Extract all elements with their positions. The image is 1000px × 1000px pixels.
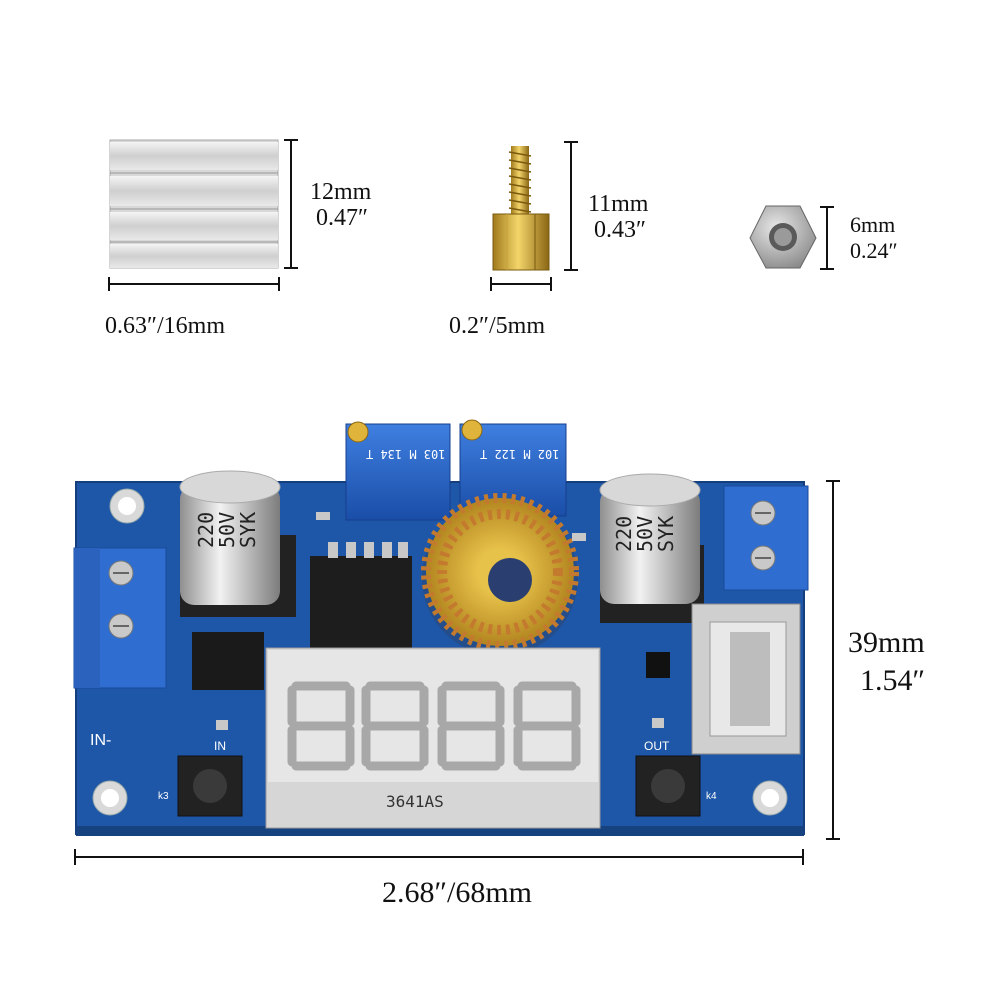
standoff-height-mm: 11mm bbox=[588, 191, 649, 217]
heatsink-height-in: 0.47″ bbox=[316, 205, 368, 231]
capacitor-right-label: 220 50V SYK bbox=[612, 515, 678, 552]
heatsink-width-label: 0.63″/16mm bbox=[105, 313, 225, 339]
pot-right-label: 102 M 122 T bbox=[480, 447, 560, 461]
standoff-width-label: 0.2″/5mm bbox=[449, 313, 545, 339]
silk-in-minus: IN- bbox=[90, 732, 112, 749]
nut-size-in: 0.24″ bbox=[850, 238, 898, 263]
board-height-in: 1.54″ bbox=[860, 664, 925, 697]
heatsink-height-mm: 12mm bbox=[310, 179, 372, 205]
board-width-label: 2.68″/68mm bbox=[382, 876, 532, 909]
capacitor-left-label: 220 50V SYK bbox=[194, 511, 260, 548]
standoff-height-in: 0.43″ bbox=[594, 217, 646, 243]
nut-size-mm: 6mm bbox=[850, 212, 896, 237]
heatsink-image bbox=[109, 139, 279, 269]
display-model-label: 3641AS bbox=[386, 792, 444, 811]
silk-k3: k3 bbox=[158, 791, 169, 802]
silk-out: OUT bbox=[644, 739, 670, 753]
brass-standoff-image bbox=[492, 146, 550, 271]
silk-in: IN bbox=[214, 739, 226, 753]
hex-nut-image bbox=[749, 205, 817, 269]
pot-left-label: 103 M 134 T bbox=[366, 447, 446, 461]
board-height-mm: 39mm bbox=[848, 626, 925, 659]
silk-k4: k4 bbox=[706, 791, 717, 802]
